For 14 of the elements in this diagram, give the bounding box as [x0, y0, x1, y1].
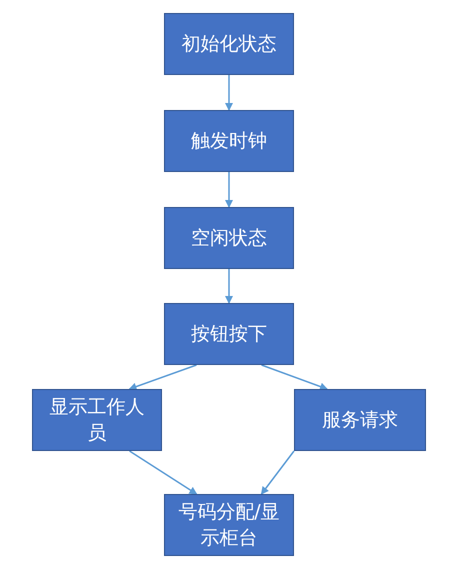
arrow [128, 364, 197, 390]
arrow [225, 172, 233, 208]
arrow [129, 450, 198, 495]
arrow [261, 364, 328, 390]
process-box: 按钮按下 [164, 303, 294, 365]
arrow [260, 450, 295, 495]
process-box: 空闲状态 [164, 207, 294, 269]
process-box: 初始化状态 [164, 13, 294, 75]
process-box: 服务请求 [294, 389, 426, 451]
process-box: 号码分配/显示柜台 [164, 494, 294, 556]
arrow [225, 269, 233, 304]
process-box: 触发时钟 [164, 110, 294, 172]
process-box: 显示工作人员 [32, 389, 162, 451]
arrow [225, 75, 233, 111]
